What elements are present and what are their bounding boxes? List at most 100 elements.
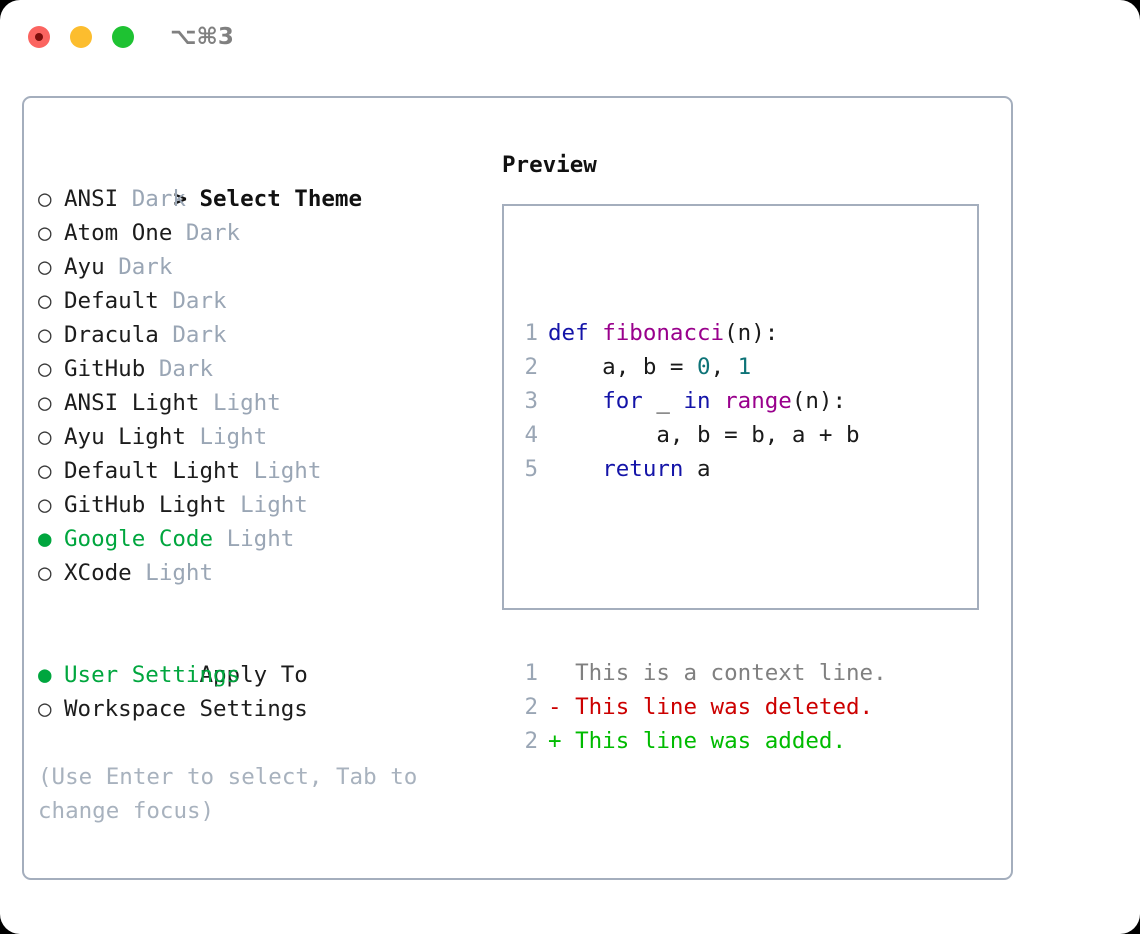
hint-spacer	[38, 726, 488, 760]
radio-unselected-icon: ○	[38, 560, 52, 586]
code-diff-separator	[516, 554, 887, 588]
code-token-plain: a, b =	[548, 354, 698, 380]
code-line-number: 5	[524, 456, 538, 482]
theme-name-tag-gap	[118, 186, 132, 212]
theme-name-tag-gap	[132, 560, 146, 586]
theme-list: ○ANSI Dark○Atom One Dark○Ayu Dark○Defaul…	[38, 182, 488, 590]
diff-text: This line was added.	[561, 728, 847, 754]
diff-line: 2 + This line was added.	[516, 724, 887, 758]
radio-unselected-icon: ○	[38, 458, 52, 484]
radio-unselected-icon: ○	[38, 390, 52, 416]
theme-list-item[interactable]: ○ Default Light Light	[38, 454, 488, 488]
code-token-kw: for	[602, 388, 643, 414]
code-line-number: 4	[524, 422, 538, 448]
keyboard-hint-text: (Use Enter to select, Tab to change focu…	[38, 764, 431, 824]
diff-text: This is a context line.	[561, 660, 887, 686]
theme-name: Default	[64, 288, 159, 314]
theme-name: Ayu Light	[64, 424, 186, 450]
theme-name: Google Code	[64, 526, 214, 552]
code-line: 5 return a	[516, 452, 887, 486]
code-line-number: 3	[524, 388, 538, 414]
minimize-window-button[interactable]	[70, 26, 92, 48]
theme-variant-tag: Dark	[131, 186, 186, 212]
theme-name: Default Light	[64, 458, 241, 484]
theme-variant-tag: Dark	[172, 288, 227, 314]
theme-variant-tag: Light	[253, 458, 322, 484]
theme-variant-tag: Light	[226, 526, 295, 552]
theme-list-item[interactable]: ●Google Code Light	[38, 522, 488, 556]
theme-name-tag-gap	[145, 356, 159, 382]
theme-variant-tag: Light	[145, 560, 214, 586]
maximize-window-button[interactable]	[112, 26, 134, 48]
apply-to-item[interactable]: ●User Settings	[38, 658, 488, 692]
code-token-plain	[711, 388, 725, 414]
theme-list-item[interactable]: ○GitHub Dark	[38, 352, 488, 386]
theme-name-tag-gap	[240, 458, 254, 484]
code-token-kw: def	[548, 320, 589, 346]
close-window-button[interactable]	[28, 26, 50, 48]
theme-list-item[interactable]: ○ANSI Light Light	[38, 386, 488, 420]
radio-unselected-icon: ○	[38, 424, 52, 450]
theme-name: Dracula	[64, 322, 159, 348]
code-token-kw: return	[602, 456, 684, 482]
code-token-plain: a, b = b, a + b	[548, 422, 860, 448]
code-token-fn: range	[724, 388, 792, 414]
code-token-fn: fibonacci	[602, 320, 725, 346]
code-token-plain: _	[642, 388, 684, 414]
main-panel: >Select Theme ○ANSI Dark○Atom One Dark○A…	[22, 96, 1013, 880]
theme-variant-tag: Dark	[185, 220, 241, 246]
code-token-plain	[548, 456, 602, 482]
theme-name: Ayu	[64, 254, 105, 280]
theme-list-item[interactable]: ○ Default Dark	[38, 284, 488, 318]
code-token-punct: (n):	[791, 388, 847, 414]
prompt-caret-icon: >	[173, 186, 188, 212]
theme-name-tag-gap	[213, 526, 227, 552]
theme-name-tag-gap	[105, 254, 119, 280]
code-line: 3 for _ in range(n):	[516, 384, 887, 418]
theme-name-tag-gap	[172, 220, 186, 246]
radio-unselected-icon: ○	[38, 254, 52, 280]
radio-unselected-icon: ○	[38, 356, 52, 382]
theme-list-item[interactable]: ○Dracula Dark	[38, 318, 488, 352]
diff-sign	[548, 660, 562, 686]
radio-selected-icon: ●	[38, 662, 52, 688]
apply-to-label: Apply To	[199, 662, 308, 688]
theme-picker-header-label: Select Theme	[199, 186, 363, 212]
theme-name-tag-gap	[199, 390, 213, 416]
theme-list-item[interactable]: ○Atom One Dark	[38, 216, 488, 250]
theme-variant-tag: Light	[199, 424, 268, 450]
preview-title: Preview	[502, 152, 597, 178]
theme-list-item[interactable]: ○XCode Light	[38, 556, 488, 590]
apply-to-item[interactable]: ○Workspace Settings	[38, 692, 488, 726]
diff-line-number: 1	[524, 660, 538, 686]
code-token-plain: ,	[710, 354, 738, 380]
code-token-plain	[548, 388, 602, 414]
theme-name: ANSI	[64, 186, 119, 212]
diff-text: This line was deleted.	[561, 694, 874, 720]
title-bar: ⌥⌘3	[0, 0, 1140, 78]
code-line: 4 a, b = b, a + b	[516, 418, 887, 452]
code-line-number: 2	[524, 354, 538, 380]
code-token-num: 0	[697, 354, 711, 380]
apply-to-item-label: Workspace Settings	[64, 696, 308, 722]
radio-unselected-icon: ○	[38, 288, 52, 314]
diff-sign: +	[548, 728, 562, 754]
theme-list-item[interactable]: ○ Ayu Light Light	[38, 420, 488, 454]
radio-unselected-icon: ○	[38, 186, 52, 212]
code-token-punct: (n):	[724, 320, 779, 346]
apply-to-list: ●User Settings○Workspace Settings	[38, 658, 488, 726]
theme-variant-tag: Light	[240, 492, 308, 518]
theme-name: ANSI Light	[64, 390, 200, 416]
theme-name-tag-gap	[159, 322, 173, 348]
diff-line-number: 2	[524, 728, 538, 754]
theme-list-item[interactable]: ○Ayu Dark	[38, 250, 488, 284]
diff-gutter-gap	[538, 656, 548, 690]
theme-list-item[interactable]: ○ ANSI Dark	[38, 182, 488, 216]
diff-line: 2 - This line was deleted.	[516, 690, 887, 724]
theme-list-item[interactable]: ○GitHub Light Light	[38, 488, 488, 522]
diff-line: 1 This is a context line.	[516, 656, 887, 690]
